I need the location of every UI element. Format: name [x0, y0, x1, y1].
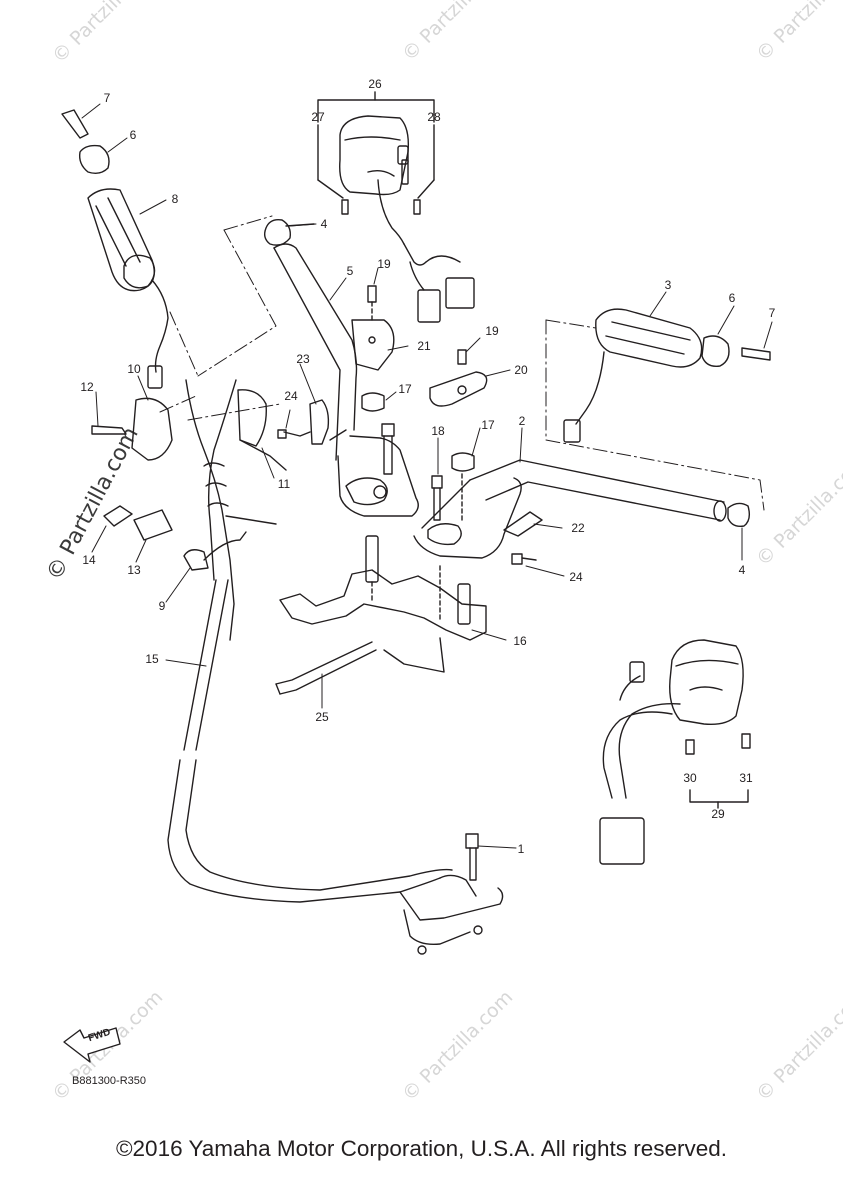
bar-end-weight-right	[727, 502, 751, 528]
callout-24: 24	[284, 389, 298, 403]
callout-19: 19	[485, 324, 499, 338]
callout-1: 1	[517, 842, 525, 856]
right-handlebar	[413, 459, 727, 559]
callout-26: 26	[368, 77, 382, 91]
lower-holder-16	[279, 535, 487, 673]
bolt-18	[381, 423, 443, 521]
callout-30: 30	[683, 771, 697, 785]
callout-18: 18	[431, 424, 445, 438]
callout-6: 6	[728, 291, 736, 305]
diagram-code: B881300-R350	[72, 1075, 147, 1087]
right-switch-housing	[339, 115, 475, 323]
callout-29: 29	[711, 807, 725, 821]
assembly-guide-lines	[159, 215, 281, 421]
callout-12: 12	[80, 380, 94, 394]
callout-4: 4	[320, 217, 328, 231]
callout-2: 2	[518, 414, 526, 428]
fwd-arrow-icon	[63, 1027, 121, 1063]
callout-23: 23	[296, 352, 310, 366]
callout-10: 10	[127, 362, 141, 376]
nut-17-left	[361, 392, 385, 412]
bracket-23	[277, 399, 330, 445]
callout-17: 17	[481, 418, 495, 432]
callout-20: 20	[514, 363, 528, 377]
callout-22: 22	[571, 521, 585, 535]
callout-5: 5	[346, 264, 354, 278]
callout-28: 28	[427, 110, 441, 124]
callout-19: 19	[377, 257, 391, 271]
left-lever-holder	[91, 389, 287, 541]
left-grip-assembly	[61, 109, 169, 389]
callout-11: 11	[277, 477, 291, 491]
assembly-guide-lines-right	[545, 319, 765, 511]
callout-16: 16	[513, 634, 527, 648]
callout-7: 7	[103, 91, 111, 105]
bar-end-weight-top	[263, 218, 315, 246]
callout-25: 25	[315, 710, 329, 724]
callout-31: 31	[739, 771, 753, 785]
callout-17: 17	[398, 382, 412, 396]
cable-tie-25	[275, 641, 377, 695]
callout-6: 6	[129, 128, 137, 142]
cover-plate-21	[351, 285, 395, 371]
callout-bracket-26	[317, 91, 435, 199]
callout-8: 8	[171, 192, 179, 206]
callout-13: 13	[127, 563, 141, 577]
throttle-cables	[167, 379, 504, 955]
left-handlebar	[273, 243, 419, 517]
copyright-notice: ©2016 Yamaha Motor Corporation, U.S.A. A…	[115, 1136, 728, 1161]
left-switch-housing	[599, 639, 751, 865]
callout-15: 15	[145, 652, 159, 666]
callout-leaders	[81, 103, 773, 849]
callout-4: 4	[738, 563, 746, 577]
right-grip-assembly	[563, 308, 771, 443]
callout-3: 3	[664, 278, 672, 292]
plate-20-assembly	[429, 349, 488, 521]
callout-24: 24	[569, 570, 583, 584]
callout-7: 7	[768, 306, 776, 320]
callout-14: 14	[82, 553, 96, 567]
callout-21: 21	[417, 339, 431, 353]
bracket-22	[503, 511, 543, 565]
callout-27: 27	[311, 110, 325, 124]
callout-9: 9	[158, 599, 166, 613]
